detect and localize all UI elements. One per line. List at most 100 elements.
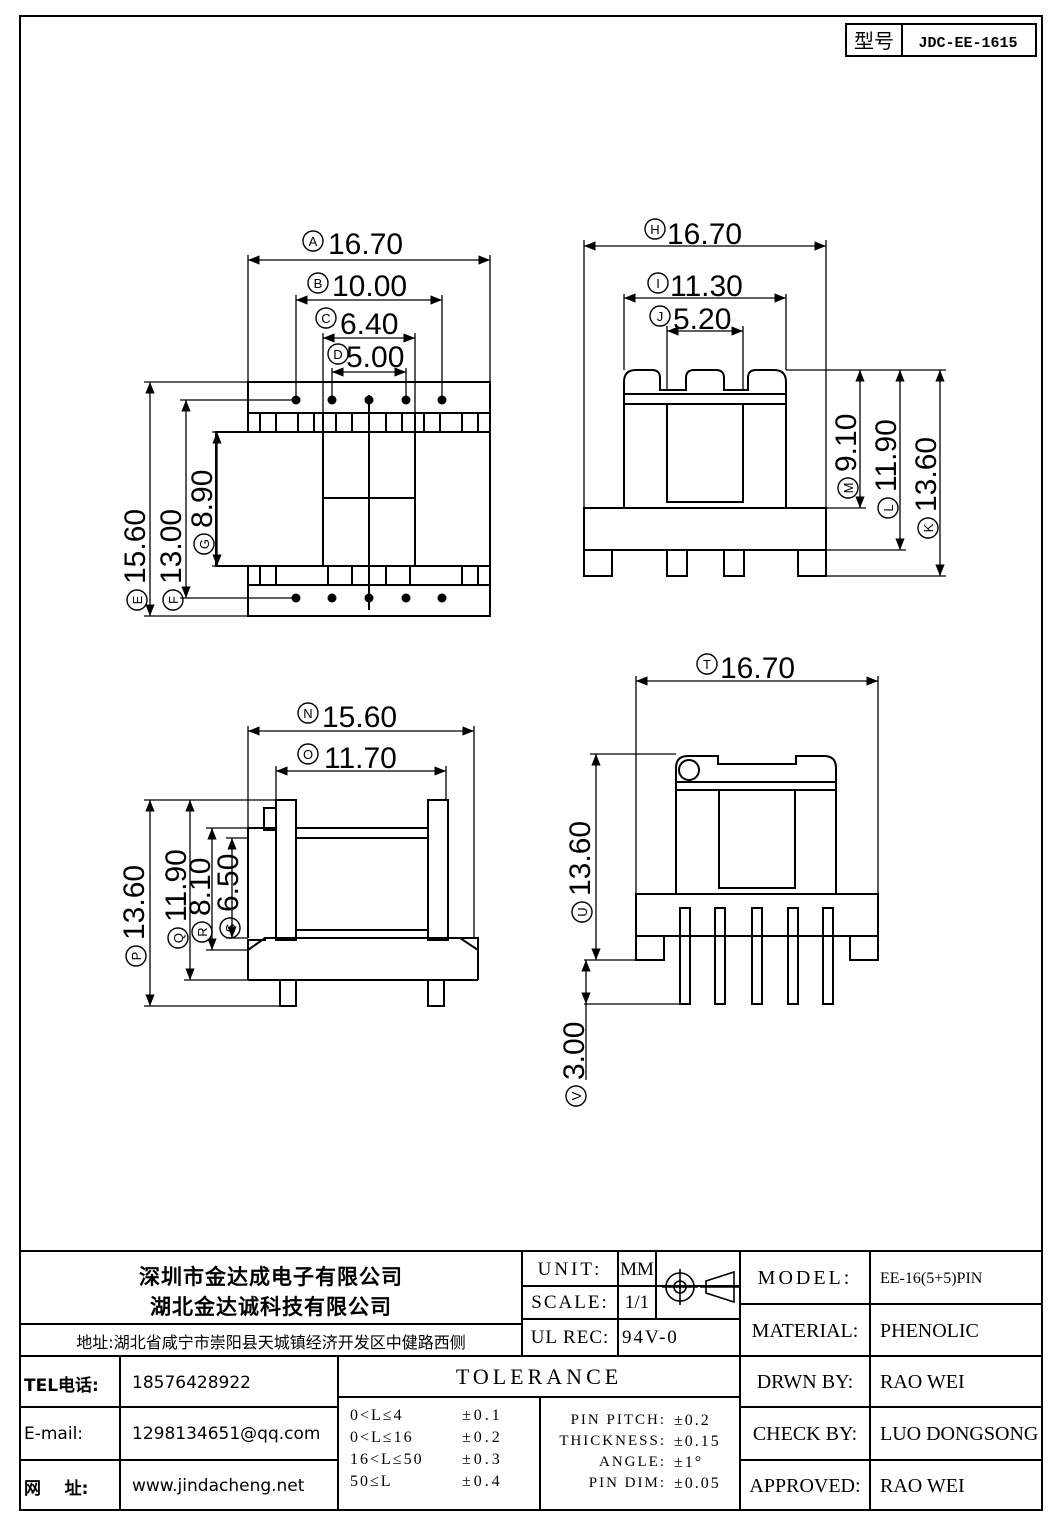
check-by-label: CHECK BY: bbox=[752, 1423, 858, 1445]
dim-M-letter: M bbox=[841, 483, 856, 494]
dim-I: I 11.30 bbox=[647, 270, 743, 303]
top-view-dimension-lines bbox=[144, 255, 491, 617]
tolerance-range: 16<L≤50 bbox=[350, 1451, 424, 1468]
tolerance-range: 0<L≤4 bbox=[350, 1407, 404, 1424]
dim-P-value: 13.60 bbox=[118, 865, 151, 940]
dim-K-letter: K bbox=[921, 523, 936, 532]
web-value: www.jindacheng.net bbox=[132, 1476, 305, 1496]
dim-U-letter: U bbox=[575, 907, 590, 916]
front-view bbox=[583, 369, 827, 577]
tolerance-row: 0<L≤16 ±0.2 bbox=[350, 1427, 540, 1449]
unit-value: MM bbox=[620, 1258, 654, 1280]
dim-N-value: 15.60 bbox=[322, 701, 397, 734]
pin-spec-row: PIN DIM: ±0.05 bbox=[540, 1473, 740, 1494]
pin-spec-tolerance: ±0.2 bbox=[674, 1411, 711, 1429]
pin-spec-label: PIN DIM: bbox=[588, 1475, 666, 1491]
top-view bbox=[215, 381, 491, 617]
dim-L-letter: L bbox=[881, 504, 896, 511]
ul-rec-label: UL REC: bbox=[530, 1327, 610, 1348]
dim-E-letter: E bbox=[130, 595, 145, 604]
pin-spec-tolerance: ±0.05 bbox=[674, 1474, 721, 1492]
tolerance-list: 0<L≤4 ±0.1 0<L≤16 ±0.2 16<L≤50 ±0.3 50≤L… bbox=[350, 1405, 540, 1493]
dim-F-letter: F bbox=[166, 596, 181, 604]
dim-B-value: 10.00 bbox=[332, 270, 407, 303]
dim-M: M 9.10 bbox=[830, 414, 863, 499]
model-label: MODEL: bbox=[757, 1267, 853, 1289]
pin-spec-row: PIN PITCH: ±0.2 bbox=[540, 1410, 740, 1431]
approved-label: APPROVED: bbox=[749, 1474, 861, 1497]
dim-D-letter: D bbox=[333, 347, 342, 362]
material-value: PHENOLIC bbox=[880, 1319, 979, 1342]
model-value: EE-16(5+5)PIN bbox=[880, 1269, 983, 1287]
tolerance-title: TOLERANCE bbox=[455, 1364, 623, 1389]
dim-S-value: 6.50 bbox=[212, 854, 245, 912]
dim-I-letter: I bbox=[656, 276, 660, 291]
drawn-by-label: DRWN BY: bbox=[756, 1371, 854, 1393]
approved-value: RAO WEI bbox=[880, 1474, 965, 1497]
dim-H-letter: H bbox=[650, 222, 659, 237]
dim-L-value: 11.90 bbox=[870, 419, 903, 492]
dim-V: V 3.00 bbox=[558, 1022, 591, 1107]
dim-T: T 16.70 bbox=[696, 652, 795, 685]
dim-G: G 8.90 bbox=[186, 470, 219, 555]
front-view-dimension-lines bbox=[583, 240, 946, 577]
dim-T-letter: T bbox=[703, 657, 711, 672]
tolerance-value: ±0.3 bbox=[462, 1451, 503, 1468]
pin-spec-row: ANGLE: ±1° bbox=[540, 1452, 740, 1473]
pin-spec-label: PIN PITCH: bbox=[570, 1412, 666, 1428]
dim-R-value: 8.10 bbox=[184, 858, 217, 916]
tolerance-range: 50≤L bbox=[350, 1473, 393, 1490]
dim-S: S 6.50 bbox=[212, 854, 245, 939]
dim-D-value: 5.00 bbox=[346, 341, 404, 374]
dim-Q-letter: Q bbox=[171, 933, 186, 943]
dim-J: J 5.20 bbox=[649, 303, 731, 336]
tolerance-range: 0<L≤16 bbox=[350, 1429, 414, 1446]
side-view bbox=[247, 799, 479, 1007]
dim-V-letter: V bbox=[569, 1091, 584, 1100]
tolerance-row: 50≤L ±0.4 bbox=[350, 1471, 540, 1493]
dim-A-value: 16.70 bbox=[328, 228, 403, 261]
pin-spec-tolerance: ±1° bbox=[674, 1453, 704, 1471]
web-label: 网 址: bbox=[24, 1478, 89, 1499]
dim-V-value: 3.00 bbox=[558, 1022, 591, 1080]
projection-symbol-icon bbox=[662, 1269, 740, 1305]
top-view-pins bbox=[291, 395, 447, 603]
dim-Q-value: 11.90 bbox=[160, 849, 193, 922]
company-name-1: 深圳市金达成电子有限公司 bbox=[139, 1265, 403, 1289]
dim-N: N 15.60 bbox=[297, 701, 397, 734]
dim-B: B 10.00 bbox=[307, 270, 407, 303]
tolerance-value: ±0.1 bbox=[462, 1407, 503, 1424]
dim-C: C 6.40 bbox=[315, 307, 398, 341]
tel-value: 18576428922 bbox=[132, 1373, 251, 1393]
dim-U-value: 13.60 bbox=[564, 821, 597, 896]
dim-O-value: 11.70 bbox=[324, 742, 397, 775]
dim-P: P 13.60 bbox=[118, 865, 151, 967]
dim-A-letter: A bbox=[309, 234, 318, 249]
dim-G-value: 8.90 bbox=[186, 470, 219, 528]
unit-label: UNIT: bbox=[537, 1258, 603, 1280]
company-address: 地址:湖北省咸宁市崇阳县天城镇经济开发区中健路西侧 bbox=[76, 1333, 466, 1352]
tel-label: TEL电话: bbox=[24, 1375, 99, 1396]
tolerance-value: ±0.2 bbox=[462, 1429, 503, 1446]
scale-value: 1/1 bbox=[624, 1291, 650, 1313]
pin-view-dimension-lines bbox=[581, 676, 879, 1080]
dim-U: U 13.60 bbox=[564, 821, 597, 923]
dim-O-letter: O bbox=[303, 747, 313, 762]
dim-O: O 11.70 bbox=[297, 742, 397, 775]
pin-spec-tolerance: ±0.15 bbox=[674, 1432, 721, 1450]
scale-label: SCALE: bbox=[531, 1291, 609, 1313]
dim-B-letter: B bbox=[314, 276, 323, 291]
dim-H-value: 16.70 bbox=[667, 218, 742, 251]
dim-I-value: 11.30 bbox=[670, 270, 743, 303]
dim-J-letter: J bbox=[657, 309, 664, 324]
pin-spec-list: PIN PITCH: ±0.2 THICKNESS: ±0.15 ANGLE: … bbox=[540, 1410, 740, 1494]
dim-S-letter: S bbox=[223, 923, 238, 932]
tolerance-row: 0<L≤4 ±0.1 bbox=[350, 1405, 540, 1427]
dim-R: R 8.10 bbox=[184, 858, 217, 943]
pin-spec-label: ANGLE: bbox=[599, 1454, 666, 1470]
dim-K-value: 13.60 bbox=[910, 437, 943, 512]
dim-A: A 16.70 bbox=[302, 228, 403, 261]
side-view-dimension-lines bbox=[144, 726, 475, 1007]
